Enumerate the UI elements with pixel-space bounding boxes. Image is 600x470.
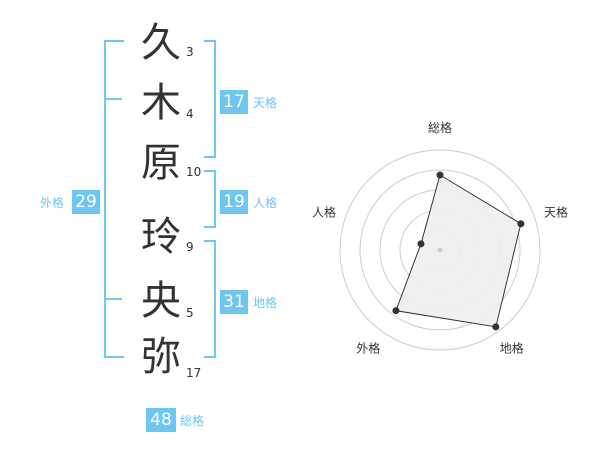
name-char-6: 弥 [141,334,181,380]
stroke-count-6: 17 [186,366,202,380]
jinkaku-bracket [204,170,216,228]
stroke-count-4: 9 [186,240,194,254]
soukaku-label: 総格 [180,414,205,428]
tenkaku-bracket [204,40,216,158]
gaikaku-bracket [104,40,124,358]
radar-point-1 [436,171,444,179]
name-char-1: 久 [141,20,181,66]
jinkaku-value: 19 [220,190,248,214]
gaikaku-label: 外格 [40,196,65,210]
radar-center-dot [437,247,443,253]
radar-label-1: 総格 [428,120,452,135]
soukaku-value: 48 [146,408,176,432]
gaikaku-tick-2 [104,298,122,300]
name-char-4: 玲 [141,214,181,260]
radar-point-4 [392,307,400,315]
tenkaku-label: 天格 [253,96,278,110]
name-char-2: 木 [141,80,181,126]
radar-point-2 [517,220,525,228]
radar-label-2: 天格 [544,204,568,219]
chikaku-label: 地格 [253,296,278,310]
stroke-count-3: 10 [186,165,202,179]
jinkaku-label: 人格 [253,196,278,210]
radar-point-3 [492,323,500,331]
name-char-3: 原 [141,140,181,186]
radar-point-5 [417,240,425,248]
radar-label-5: 人格 [312,204,336,219]
tenkaku-value: 17 [220,90,248,114]
stroke-count-5: 5 [186,306,194,320]
chikaku-bracket [204,240,216,358]
chikaku-value: 31 [220,290,248,314]
radar-area [395,174,522,328]
gaikaku-value: 29 [72,190,100,214]
radar-ring-5 [339,149,541,351]
stroke-count-1: 3 [186,45,194,59]
radar-label-4: 外格 [356,341,380,356]
radar-ring-4 [359,169,521,331]
gaikaku-tick-1 [104,98,122,100]
name-char-5: 央 [141,278,181,324]
radar-label-3: 地格 [500,341,524,356]
stroke-count-2: 4 [186,107,194,121]
radar-points [392,171,525,331]
